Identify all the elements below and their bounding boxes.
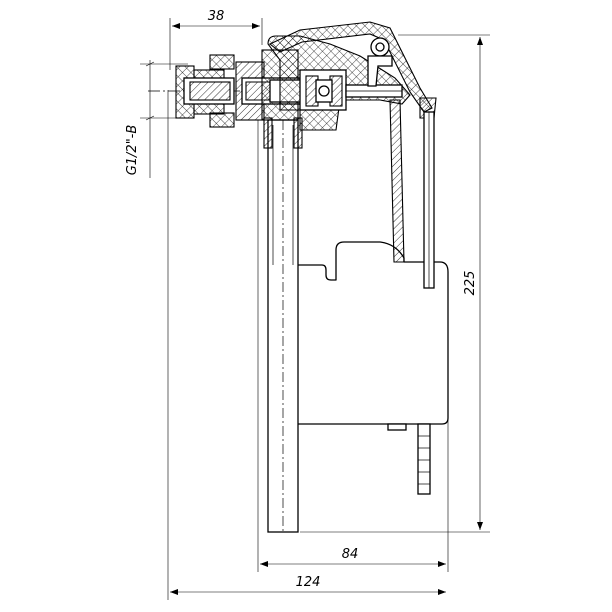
- dimension-total-height: 225: [463, 271, 478, 296]
- inlet-tube: [263, 117, 303, 533]
- valve-body: [267, 35, 411, 131]
- dimension-body-width: 84: [342, 547, 359, 562]
- dimension-lines: [140, 18, 490, 600]
- dimension-total-width: 124: [296, 575, 321, 590]
- dimension-thread-spec: G1/2"-B: [125, 125, 140, 176]
- dimension-nut-width: 38: [208, 9, 225, 24]
- float-lever: [268, 21, 437, 289]
- adjustment-rod: [387, 423, 431, 495]
- float-body: [277, 241, 449, 425]
